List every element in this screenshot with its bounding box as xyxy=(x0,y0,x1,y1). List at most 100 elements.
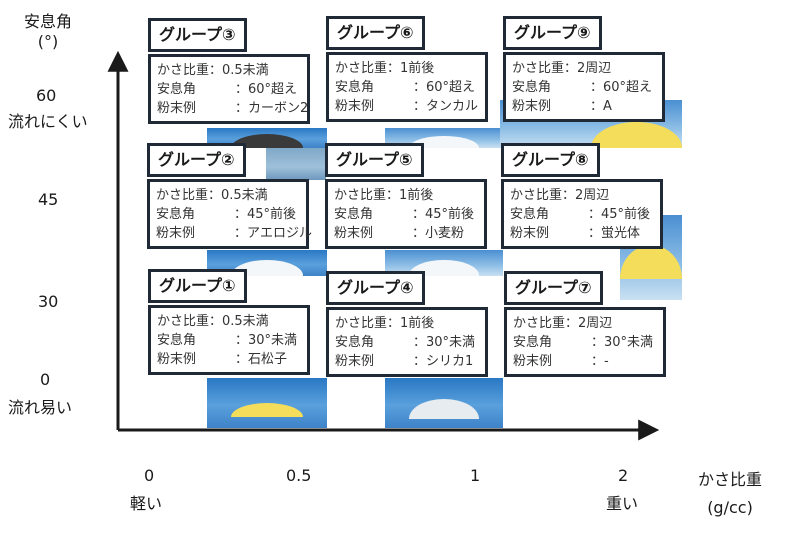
angle-row: 安息角 ：45°前後 xyxy=(334,205,478,224)
group-details: かさ比重：1前後 安息角 ：30°未満 粉末例 ：シリカ1 xyxy=(326,307,488,377)
example-value: ：シリカ1 xyxy=(413,354,474,369)
density-row: かさ比重：0.5未満 xyxy=(157,63,269,78)
y-tick-value: 30 xyxy=(38,292,59,311)
density-row: かさ比重：2周辺 xyxy=(512,61,612,76)
x-tick-2: 2 xyxy=(618,466,628,485)
example-value: ：タンカル xyxy=(413,99,479,114)
example-row: 粉末例 ：石松子 xyxy=(157,350,301,369)
angle-value: ：60°超え xyxy=(235,82,298,97)
angle-row: 安息角 ：60°超え xyxy=(157,80,301,99)
group-details: かさ比重：0.5未満 安息角 ：60°超え 粉末例 ：カーボン2 xyxy=(148,54,310,124)
example-key: 粉末例 xyxy=(157,352,197,367)
density-row: かさ比重：1前後 xyxy=(335,316,435,331)
density-row: かさ比重：1前後 xyxy=(335,61,435,76)
x-tick-note-heavy: 重い xyxy=(606,490,638,514)
example-row: 粉末例 ：アエロジル xyxy=(156,224,312,243)
group-details: かさ比重：0.5未満 安息角：30°未満 粉末例：石松子 xyxy=(148,305,310,375)
example-value: ：A xyxy=(590,99,612,114)
group-title: グループ⑤ xyxy=(325,143,424,177)
y-tick-value: 60 xyxy=(36,86,57,105)
group-title: グループ① xyxy=(148,269,247,303)
angle-row: 安息角：45°前後 xyxy=(510,205,654,224)
angle-key: 安息角 xyxy=(335,80,375,95)
example-row: 粉末例 ：シリカ1 xyxy=(335,352,479,371)
y-tick-45: 45 xyxy=(38,190,58,209)
x-tick-0: 0 xyxy=(144,466,154,485)
y-tick-note: 流れにくい xyxy=(8,112,88,131)
x-tick-note: 重い xyxy=(606,494,639,513)
group-details: かさ比重：1前後 安息角 ：60°超え 粉末例 ：タンカル xyxy=(326,52,488,122)
angle-value: ：30°未満 xyxy=(413,335,476,350)
group-title: グループ② xyxy=(147,143,246,177)
example-value: ：小麦粉 xyxy=(412,226,465,241)
density-row: かさ比重：0.5未満 xyxy=(157,314,269,329)
example-key: 粉末例 xyxy=(157,101,197,116)
example-row: 粉末例 ：- xyxy=(513,352,657,371)
angle-key: 安息角 xyxy=(512,80,552,95)
y-tick-60: 60 xyxy=(36,86,56,105)
density-row: かさ比重：2周辺 xyxy=(513,316,613,331)
powder-photo xyxy=(207,378,327,428)
example-value: ：アエロジル xyxy=(234,226,313,241)
example-key: 粉末例 xyxy=(335,99,375,114)
example-key: 粉末例 xyxy=(513,354,553,369)
example-row: 粉末例 ：タンカル xyxy=(335,97,479,116)
group-title: グループ⑥ xyxy=(326,16,425,50)
example-key: 粉末例 xyxy=(512,99,552,114)
example-value: ：カーボン2 xyxy=(235,101,309,116)
angle-row: 安息角 ：30°未満 xyxy=(513,333,657,352)
density-row: かさ比重：2周辺 xyxy=(510,188,610,203)
group-title: グループ④ xyxy=(326,271,425,305)
example-value: ：- xyxy=(591,354,609,369)
x-tick-0-5: 0.5 xyxy=(286,466,311,485)
x-axis-unit: (g/cc) xyxy=(707,498,753,517)
y-tick-value: 0 xyxy=(40,370,51,389)
example-row: 粉末例 ：小麦粉 xyxy=(334,224,478,243)
angle-key: 安息角 xyxy=(510,207,550,222)
angle-key: 安息角 xyxy=(334,207,374,222)
x-axis-title: かさ比重 (g/cc) xyxy=(680,470,780,518)
example-row: 粉末例 ：カーボン2 xyxy=(157,99,308,118)
x-axis-title-text: かさ比重 xyxy=(697,470,762,489)
powder-photo xyxy=(266,148,326,180)
example-row: 粉末例 ：蛍光体 xyxy=(510,224,654,243)
group-title: グループ⑨ xyxy=(503,16,602,50)
y-tick-30: 30 xyxy=(38,292,58,311)
angle-value: ：45°前後 xyxy=(412,207,475,222)
example-key: 粉末例 xyxy=(156,226,196,241)
angle-key: 安息角 xyxy=(335,335,375,350)
y-axis-unit: (°) xyxy=(37,32,59,51)
angle-value: ：60°超え xyxy=(590,80,653,95)
group-details: かさ比重：2周辺 安息角 ：60°超え 粉末例 ：A xyxy=(503,52,665,122)
y-tick-note-easy: 流れ易い xyxy=(8,394,72,418)
angle-row: 安息角 ：30°未満 xyxy=(335,333,479,352)
density-row: かさ比重：1前後 xyxy=(334,188,434,203)
x-tick-value: 0 xyxy=(144,466,155,485)
y-tick-0: 0 xyxy=(40,370,50,389)
example-row: 粉末例 ：A xyxy=(512,97,656,116)
group-title: グループ③ xyxy=(148,18,247,52)
angle-key: 安息角 xyxy=(157,82,197,97)
angle-row: 安息角 ：60°超え xyxy=(512,78,656,97)
example-value: ：蛍光体 xyxy=(588,226,641,241)
example-key: 粉末例 xyxy=(510,226,550,241)
x-tick-note: 軽い xyxy=(130,494,163,513)
group-details: かさ比重：2周辺 安息角：45°前後 粉末例 ：蛍光体 xyxy=(501,179,663,249)
angle-row: 安息角 ：60°超え xyxy=(335,78,479,97)
group-title: グループ⑦ xyxy=(504,271,603,305)
example-value: ：石松子 xyxy=(235,352,288,367)
density-row: かさ比重：0.5未満 xyxy=(156,188,268,203)
angle-value: ：30°未満 xyxy=(235,333,298,348)
example-key: 粉末例 xyxy=(335,354,375,369)
powder-photo xyxy=(385,378,503,428)
angle-value: ：60°超え xyxy=(413,80,476,95)
group-title: グループ⑧ xyxy=(501,143,600,177)
example-key: 粉末例 xyxy=(334,226,374,241)
angle-value: ：30°未満 xyxy=(591,335,654,350)
angle-key: 安息角 xyxy=(513,335,553,350)
x-tick-value: 2 xyxy=(618,466,629,485)
angle-value: ：45°前後 xyxy=(234,207,297,222)
x-tick-1: 1 xyxy=(470,466,480,485)
angle-key: 安息角 xyxy=(156,207,196,222)
